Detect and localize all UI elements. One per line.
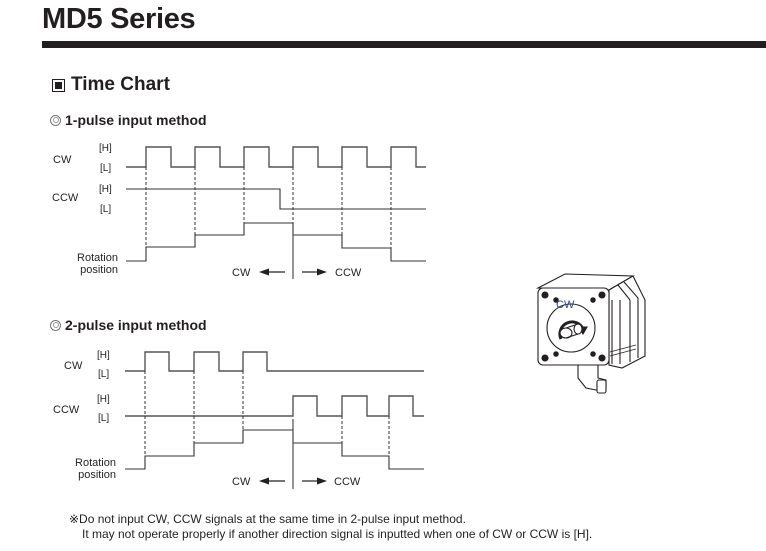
motor-cw-label: CW (556, 299, 575, 311)
chart-2-rotation-label-1: Rotation (75, 457, 116, 469)
chart-2-ccw-label: CCW (53, 404, 80, 416)
chart-1-rotation-waveform (126, 222, 426, 262)
chart-2-rotation-waveform (125, 429, 424, 470)
double-circle-bullet-icon (50, 114, 61, 126)
series-title: MD5 Series (42, 3, 196, 35)
chart-2-rotation-label-2: position (78, 469, 116, 481)
chart-2-two-pulse: CW [H] [L] CCW [H] [L] Rotation position… (53, 350, 424, 489)
chart-2-right-arrow-icon (302, 477, 327, 485)
chart-2-dir-cw-label: CW (232, 476, 251, 488)
chart-1-title-text: 1-pulse input method (65, 112, 207, 128)
chart-1-ccw-label: CCW (52, 192, 79, 204)
chart-2-cw-label: CW (64, 360, 83, 372)
chart-2-title: 2-pulse input method (50, 316, 207, 334)
chart-2-title-text: 2-pulse input method (65, 317, 207, 333)
section-title-text: Time Chart (71, 74, 170, 95)
chart-1-rotation-label-1: Rotation (77, 252, 118, 264)
stepper-motor-illustration-icon (535, 273, 646, 394)
chart-1-cw-label: CW (53, 154, 72, 166)
footnote-line-2: It may not operate properly if another d… (82, 527, 593, 541)
chart-1-one-pulse: CW [H] [L] CCW [H] [L] Rotation position… (52, 143, 426, 279)
filled-square-bullet-icon (52, 78, 65, 92)
chart-1-rotation-label-2: position (80, 264, 118, 276)
chart-1-cw-low-label: [L] (100, 163, 111, 174)
chart-2-dashed-guides (144, 371, 390, 456)
chart-1-cw-waveform (126, 146, 426, 168)
footnote: ※Do not input CW, CCW signals at the sam… (69, 512, 592, 542)
chart-1-left-arrow-icon (259, 268, 285, 276)
chart-1-ccw-low-label: [L] (100, 204, 111, 215)
chart-2-ccw-high-label: [H] (97, 394, 110, 405)
section-title: Time Chart (52, 73, 170, 97)
chart-2-cw-waveform (125, 351, 424, 372)
chart-1-title: 1-pulse input method (50, 111, 207, 129)
title-underline-bar (42, 41, 766, 48)
footnote-line-1: ※Do not input CW, CCW signals at the sam… (69, 512, 466, 526)
chart-1-cw-high-label: [H] (99, 143, 112, 154)
chart-1-ccw-high-label: [H] (99, 184, 112, 195)
chart-2-ccw-waveform (125, 395, 424, 417)
chart-1-dir-ccw-label: CCW (335, 267, 362, 279)
chart-1-right-arrow-icon (302, 268, 327, 276)
chart-1-dir-cw-label: CW (232, 267, 251, 279)
double-circle-bullet-icon (50, 319, 61, 331)
chart-2-dir-ccw-label: CCW (334, 476, 361, 488)
chart-2-left-arrow-icon (259, 477, 285, 485)
chart-1-ccw-waveform (126, 188, 426, 210)
chart-2-ccw-low-label: [L] (98, 413, 109, 424)
chart-1-dashed-guides (145, 167, 392, 248)
chart-2-cw-low-label: [L] (98, 369, 109, 380)
chart-2-cw-high-label: [H] (97, 350, 110, 361)
